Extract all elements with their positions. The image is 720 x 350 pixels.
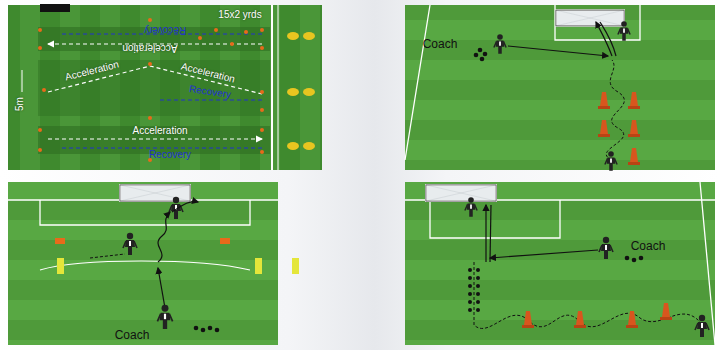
- coach-label: Coach: [631, 240, 666, 252]
- slalom-shot-panel: [405, 5, 715, 171]
- lane-label: Acceleration: [132, 126, 187, 136]
- lane-label: Recovery: [149, 150, 191, 160]
- coach-label: Coach: [115, 329, 150, 341]
- lane-label: 15x2 yrds: [218, 10, 261, 20]
- coach-label: Coach: [423, 38, 458, 50]
- lane-label: Acceleration: [122, 43, 177, 53]
- dribble-shot-panel: [405, 182, 715, 345]
- one-v-one-panel: [8, 182, 299, 345]
- lane-label: Recovery: [144, 25, 186, 35]
- lane-label: 5m: [15, 97, 25, 111]
- speed-lanes-panel: [8, 4, 322, 170]
